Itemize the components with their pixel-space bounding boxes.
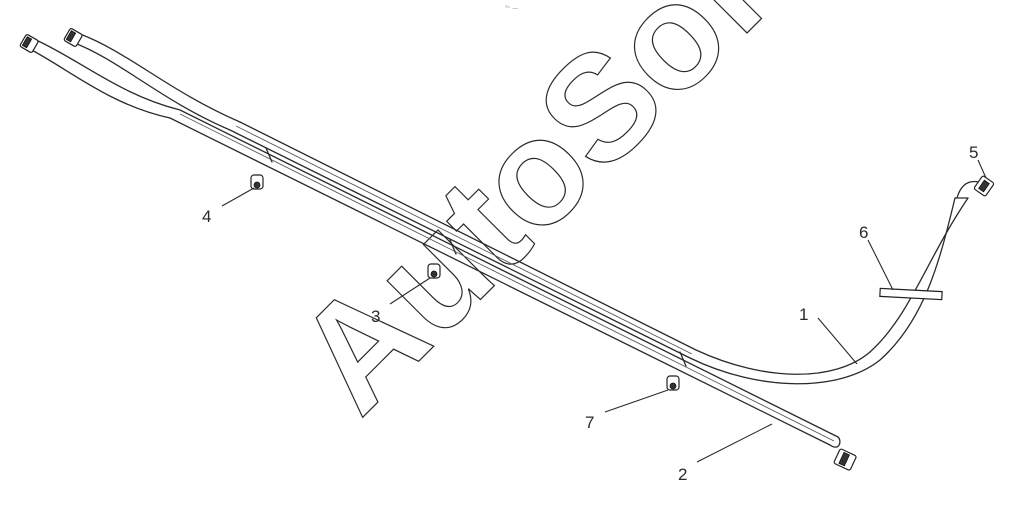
clamp-6 bbox=[879, 287, 943, 301]
hose-2 bbox=[27, 39, 841, 448]
clamp-7 bbox=[666, 375, 680, 391]
watermark-text: AutoSoft bbox=[264, 0, 830, 443]
leader-3 bbox=[389, 277, 431, 305]
leader-7 bbox=[604, 389, 669, 413]
callout-2: 2 bbox=[678, 465, 687, 484]
fitting-bottom-right bbox=[833, 448, 857, 471]
fitting-left-2 bbox=[63, 28, 83, 47]
clamp-3 bbox=[427, 263, 441, 279]
callout-1: 1 bbox=[799, 305, 808, 324]
clamp-4 bbox=[250, 174, 264, 190]
leader-1 bbox=[817, 317, 858, 365]
leader-4 bbox=[221, 187, 255, 207]
fitting-5 bbox=[956, 175, 995, 199]
leader-6 bbox=[867, 239, 894, 291]
callout-6: 6 bbox=[859, 223, 868, 242]
callout-7: 7 bbox=[585, 413, 594, 432]
band-marks bbox=[265, 147, 687, 367]
leader-2 bbox=[696, 423, 773, 463]
watermark: AutoSoft bbox=[263, 0, 831, 443]
callout-labels: 4 3 7 2 1 6 5 bbox=[202, 143, 978, 484]
callout-5: 5 bbox=[969, 143, 978, 162]
callout-4: 4 bbox=[202, 207, 211, 226]
leader-lines bbox=[221, 159, 987, 463]
leader-5 bbox=[977, 159, 987, 179]
callout-3: 3 bbox=[371, 307, 380, 326]
fitting-left-1 bbox=[19, 34, 39, 53]
top-mark: °ᶜ — bbox=[505, 5, 518, 12]
